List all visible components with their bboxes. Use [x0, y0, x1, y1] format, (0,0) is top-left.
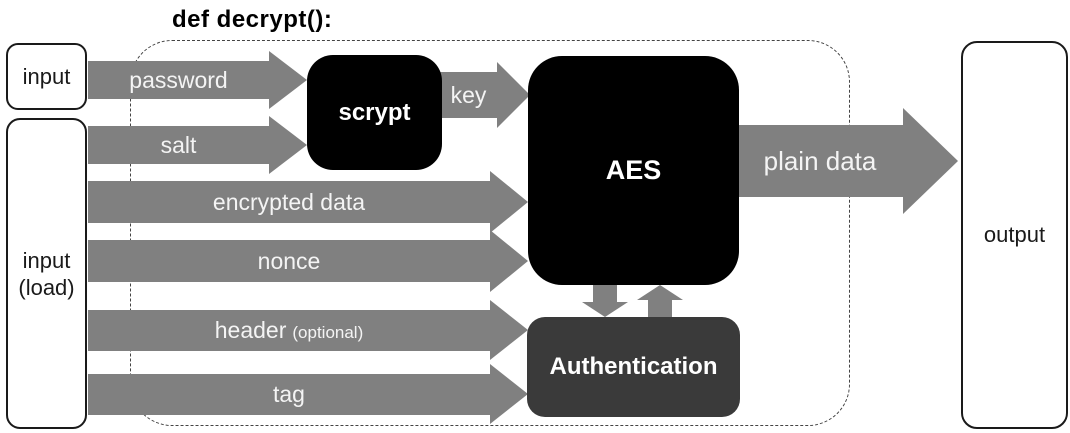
scrypt-node: scrypt [307, 55, 442, 170]
arrow-salt-head-icon [269, 116, 307, 174]
aes-node: AES [528, 56, 739, 285]
arrow-nonce: nonce [88, 240, 490, 282]
input-load-node: input(load) [6, 118, 87, 429]
aes-node-label: AES [605, 155, 662, 185]
diagram-title: def decrypt(): [172, 6, 333, 33]
arrow-key-label: key [450, 81, 487, 108]
arrow-salt: salt [88, 126, 269, 164]
arrow-key-head-icon [497, 62, 530, 128]
arrow-header-label: header(optional) [214, 317, 364, 343]
arrow-tag-head-icon [490, 364, 528, 424]
arrow-password-head-icon [269, 51, 307, 109]
arrow-aes-to-auth [593, 284, 617, 302]
arrow-plain-data-label: plain data [763, 146, 877, 176]
function-scope-dashed-border [130, 40, 850, 426]
arrow-header: header(optional) [88, 310, 490, 351]
input-node: input [6, 43, 87, 110]
output-node-label: output [983, 222, 1046, 247]
authentication-node-label: Authentication [549, 353, 718, 380]
input-node-label: input [22, 63, 71, 89]
arrow-plain-data: plain data [737, 125, 903, 197]
arrow-header-optional-label: (optional) [292, 323, 364, 342]
arrow-header-head-icon [490, 300, 528, 360]
output-node: output [961, 41, 1068, 429]
arrow-password-label: password [129, 66, 228, 93]
arrow-encrypted-data-head-icon [490, 171, 528, 233]
arrow-tag-label: tag [273, 381, 305, 407]
arrow-encrypted-data: encrypted data [88, 181, 490, 223]
arrow-aes-to-auth-head-icon [582, 302, 628, 317]
arrow-key: key [440, 72, 497, 118]
arrow-nonce-label: nonce [257, 247, 321, 274]
authentication-node: Authentication [527, 317, 740, 417]
scrypt-node-label: scrypt [338, 98, 411, 126]
input-load-node-label: input(load) [18, 247, 75, 300]
arrow-nonce-head-icon [490, 230, 528, 292]
arrow-encrypted-data-label: encrypted data [212, 188, 366, 215]
arrow-auth-to-aes-head-icon [637, 285, 683, 300]
arrow-salt-label: salt [160, 131, 197, 158]
arrow-password: password [88, 61, 269, 99]
arrow-plain-data-head-icon [903, 108, 958, 214]
arrow-auth-to-aes [648, 300, 672, 318]
arrow-tag: tag [88, 374, 490, 415]
